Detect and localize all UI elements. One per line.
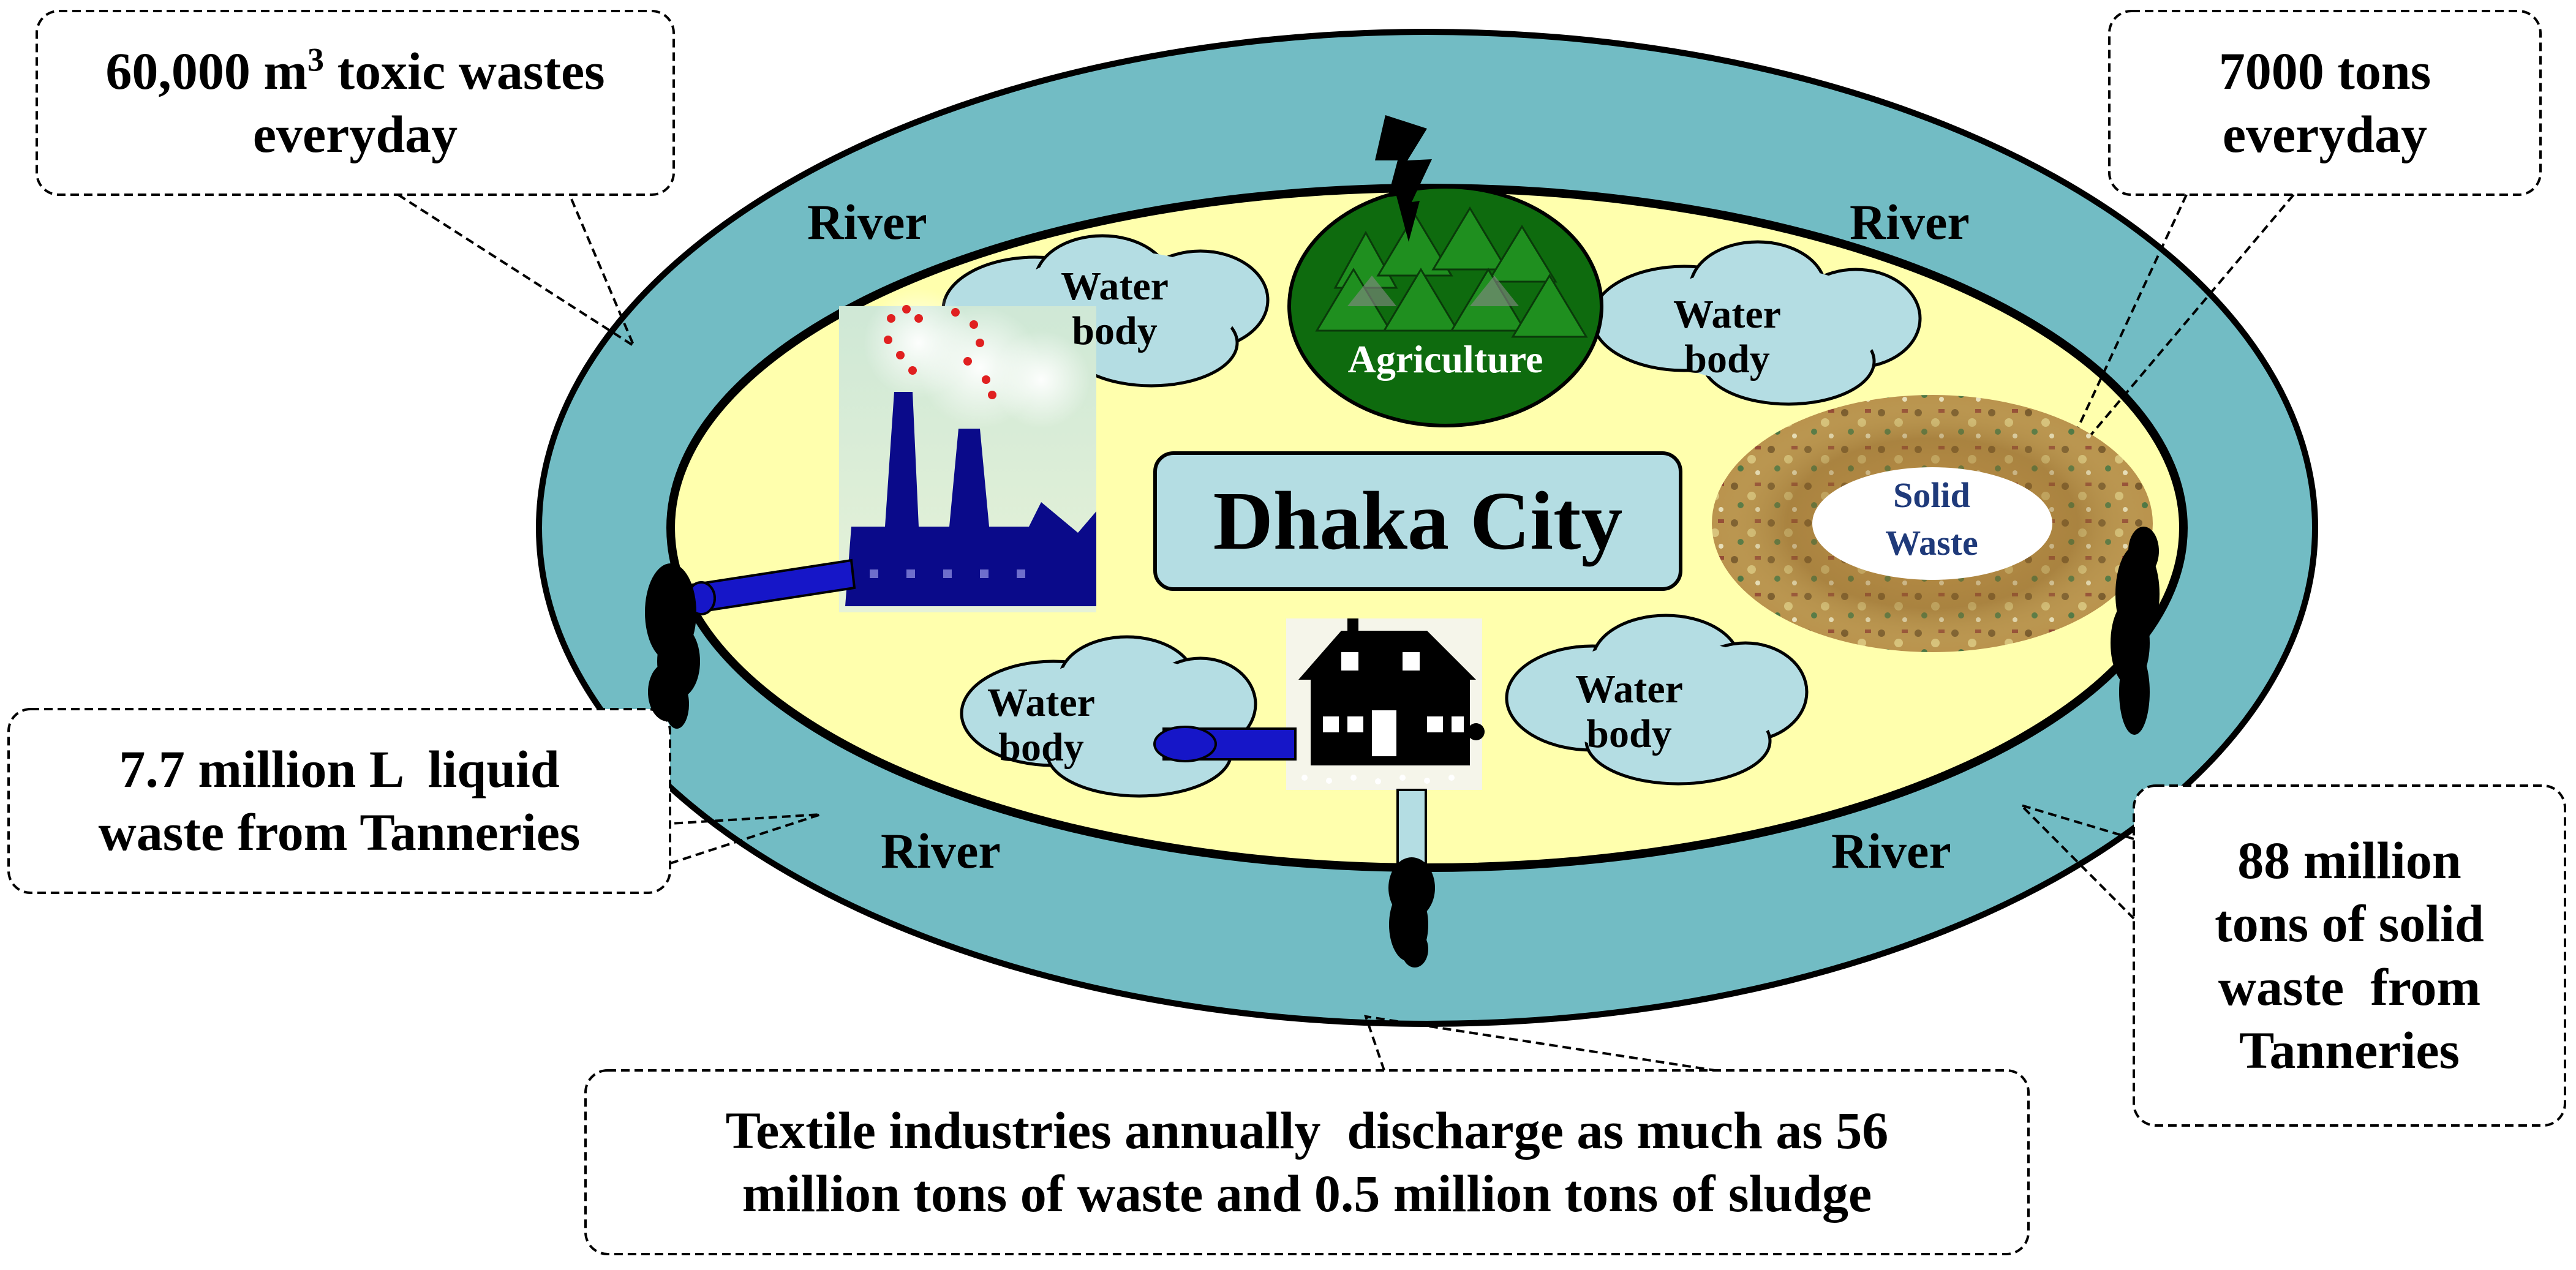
callout-toxic-wastes-line1: 60,000 m (105, 41, 308, 100)
callout-toxic-wastes-line1-rest: toxic wastes (324, 41, 605, 100)
solid-waste-label: Solid Waste (1812, 472, 2052, 568)
city-title: Dhaka City (1213, 475, 1623, 567)
callout-pointer-bottom-right (2020, 804, 2135, 920)
callout-box-top-right (2108, 10, 2542, 196)
callout-liquid-waste-line2: waste from Tanneries (98, 803, 581, 862)
house-pipe-icon (1153, 726, 1427, 871)
callout-textile-discharge: Textile industries annually discharge as… (586, 1070, 2028, 1254)
lightning-icon (1375, 115, 1432, 242)
river-label-top-right: River (1850, 194, 1970, 250)
callout-box-bottom-right (2133, 784, 2566, 1127)
agriculture-label: Agriculture (1347, 337, 1543, 381)
callout-liquid-waste: 7.7 million L liquid waste from Tannerie… (9, 709, 670, 893)
water-body-label-word2: body (1684, 336, 1770, 381)
water-body-label-word2: body (998, 724, 1084, 770)
callout-pointer-mid-left (669, 813, 821, 865)
water-body-label-bottom-left: Water body (962, 680, 1121, 770)
river-label-top-left: River (807, 194, 927, 250)
callout-textile-line2: million tons of waste and 0.5 million to… (742, 1164, 1872, 1223)
callout-box-bottom (584, 1069, 2030, 1255)
outlet-icon (645, 527, 2160, 968)
factory-icon (839, 288, 1096, 612)
water-body-cloud-top-right (1591, 240, 1922, 406)
callout-daily-tons-line1: 7000 tons (2218, 41, 2431, 100)
callout-pointer-top-left (397, 194, 637, 350)
city-label-box (1153, 451, 1682, 591)
forest-icon (1287, 185, 1603, 427)
water-body-label-word1: Water (1673, 292, 1781, 337)
callout-solid-waste-line1: 88 million (2237, 831, 2461, 890)
water-body-label-top-right: Water body (1648, 292, 1807, 381)
callout-textile-line1: Textile industries annually discharge as… (725, 1100, 1889, 1160)
water-body-label-word2: body (1072, 308, 1158, 353)
callout-solid-waste-line2: tons of solid (2215, 894, 2484, 953)
river-label-bottom-left: River (881, 823, 1001, 879)
solid-waste-word1: Solid (1893, 475, 1970, 515)
callout-daily-tons-line2: everyday (2222, 105, 2428, 163)
water-body-label-top-left: Water body (1035, 264, 1194, 353)
water-body-label-bottom-right: Water body (1550, 667, 1709, 756)
callout-solid-waste-line4: Tanneries (2239, 1020, 2460, 1080)
callout-solid-waste-line3: waste from (2218, 957, 2481, 1016)
garbage-heap-icon (1712, 395, 2153, 652)
water-body-label-word1: Water (987, 680, 1095, 725)
river-label-bottom-right: River (1831, 823, 1951, 879)
water-body-label-word1: Water (1061, 264, 1169, 309)
water-body-label-word1: Water (1575, 667, 1683, 712)
callout-daily-tons: 7000 tons everyday (2109, 11, 2540, 195)
water-body-cloud-bottom-right (1505, 614, 1809, 786)
solid-waste-word2: Waste (1885, 523, 1978, 563)
callout-box-top-left (36, 10, 675, 196)
water-body-label-word2: body (1586, 711, 1672, 756)
callout-pointer-bottom (1364, 1015, 1715, 1072)
callout-toxic-wastes-line2: everyday (252, 105, 458, 163)
house-icon (1286, 618, 1485, 790)
callout-solid-waste-tanneries: 88 million tons of solid waste from Tann… (2134, 786, 2565, 1125)
callout-box-mid-left (7, 708, 671, 894)
callout-toxic-wastes-sup: 3 (307, 41, 325, 78)
callout-liquid-waste-line1: 7.7 million L liquid (119, 739, 560, 798)
callout-toxic-wastes: 60,000 m3 toxic wastes everyday (37, 11, 674, 195)
